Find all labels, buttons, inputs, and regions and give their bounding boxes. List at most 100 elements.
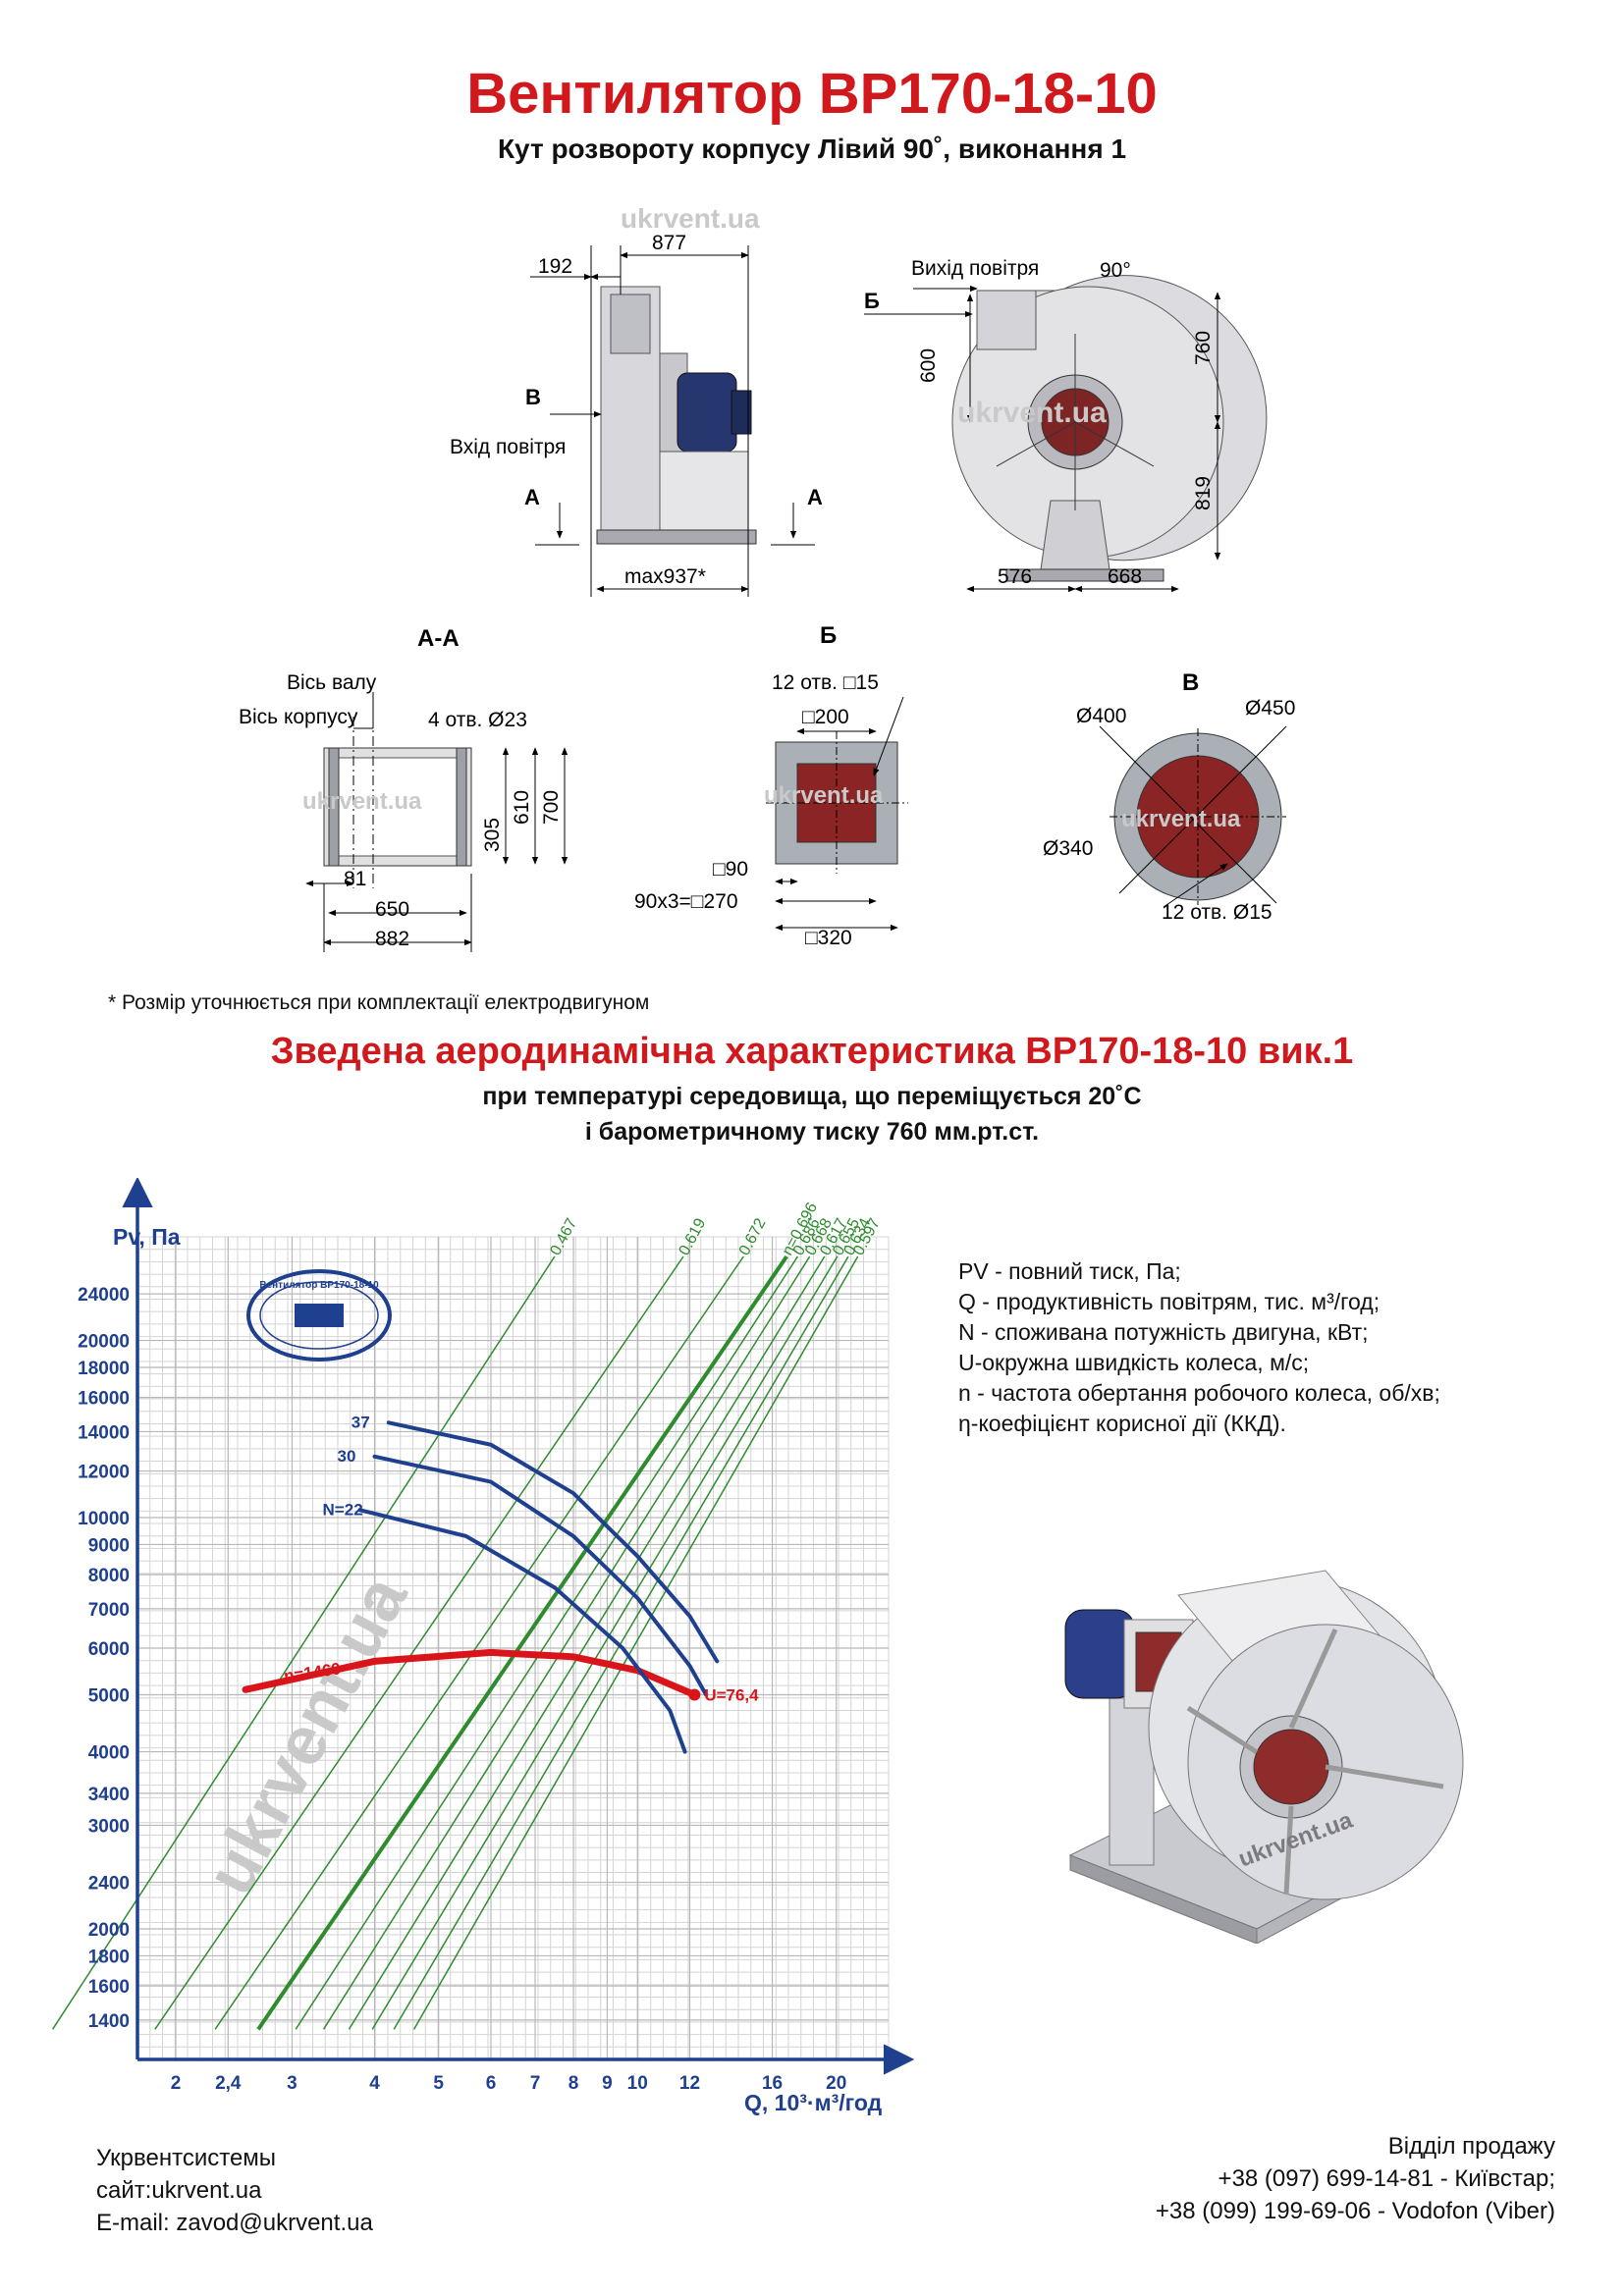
x-tick-label: 16 xyxy=(762,2073,783,2094)
y-tick-label: 3400 xyxy=(88,1785,130,1805)
section-aa-drawing: ukrvent.ua xyxy=(302,692,568,952)
y-tick-label: 20000 xyxy=(78,1332,130,1353)
svg-text:ukrvent.ua: ukrvent.ua xyxy=(957,397,1107,429)
page-title: Вентилятор ВР170-18-10 xyxy=(466,62,1158,126)
series-line xyxy=(386,1420,720,1664)
dim-877: 877 xyxy=(652,232,686,254)
stamp-text: Вентилятор ВР170-18-10 xyxy=(259,1280,379,1291)
legend-item-rpm: n - частота обертання робочого колеса, о… xyxy=(958,1380,1440,1406)
y-tick-label: 1600 xyxy=(88,1977,130,1998)
x-tick-label: 4 xyxy=(369,2073,380,2094)
y-axis-label: Pv, Па xyxy=(113,1224,181,1250)
x-tick-label: 7 xyxy=(530,2073,541,2094)
sales-phone-kyivstar[interactable]: +38 (097) 699-14-81 - Київстар; xyxy=(1218,2165,1555,2192)
front-view-drawing: ukrvent.ua xyxy=(864,275,1268,593)
y-tick-label: 10000 xyxy=(78,1509,130,1529)
efficiency-line xyxy=(322,1255,811,2030)
chart-series xyxy=(242,1420,720,1754)
label-air-outlet: Вихід повітря xyxy=(911,257,1039,280)
aero-subtitle-temperature: при температурі середовища, що переміщує… xyxy=(482,1083,1142,1110)
label-b-section: Б xyxy=(864,289,880,313)
series-line xyxy=(372,1454,709,1697)
label-a-right: А xyxy=(807,485,823,509)
y-tick-label: 5000 xyxy=(88,1685,130,1706)
y-tick-label: 4000 xyxy=(88,1743,130,1764)
y-tick-label: 14000 xyxy=(78,1422,130,1443)
series-line xyxy=(242,1648,698,1698)
dim-81: 81 xyxy=(344,868,366,890)
y-tick-label: 16000 xyxy=(78,1389,130,1410)
dim-d450: Ø450 xyxy=(1245,697,1295,720)
efficiency-line xyxy=(256,1255,788,2031)
svg-text:ukrvent.ua: ukrvent.ua xyxy=(621,203,760,234)
company-site[interactable]: сайт:ukrvent.ua xyxy=(96,2177,262,2204)
company-name: Укрвентсистемы xyxy=(96,2145,277,2171)
dim-max937: max937* xyxy=(624,565,706,588)
dim-d340: Ø340 xyxy=(1043,837,1093,860)
y-tick-label: 9000 xyxy=(88,1535,130,1556)
y-tick-label: 12000 xyxy=(78,1463,130,1483)
dim-576: 576 xyxy=(998,565,1032,588)
series-line xyxy=(357,1508,687,1754)
x-tick-label: 2 xyxy=(171,2073,182,2094)
company-email[interactable]: E-mail: zavod@ukrvent.ua xyxy=(96,2210,373,2236)
efficiency-line xyxy=(393,1255,849,2030)
series-label: 37 xyxy=(352,1413,370,1431)
label-housing-axis: Вісь корпусу xyxy=(239,706,358,728)
chart-stamp: Вентилятор ВР170-18-10 xyxy=(246,1269,392,1362)
dim-668: 668 xyxy=(1108,565,1142,588)
legend-item-u: U-окружна швидкість колеса, м/с; xyxy=(958,1350,1310,1375)
chart-axes xyxy=(122,1178,915,2075)
label-4-holes: 4 отв. Ø23 xyxy=(428,709,527,731)
section-v-title: В xyxy=(1182,669,1199,696)
y-tick-label: 1800 xyxy=(88,1947,130,1967)
x-tick-label: 3 xyxy=(287,2073,298,2094)
x-axis-label: Q, 10³·м³/год xyxy=(744,2090,883,2115)
chart-grid xyxy=(136,1236,890,2060)
x-tick-label: 5 xyxy=(433,2073,444,2094)
dim-819: 819 xyxy=(1192,476,1215,510)
y-tick-label: 6000 xyxy=(88,1639,130,1660)
dim-192: 192 xyxy=(538,255,572,278)
svg-text:ukrvent.ua: ukrvent.ua xyxy=(1121,806,1241,832)
dim-650: 650 xyxy=(375,898,409,921)
y-tick-label: 8000 xyxy=(88,1566,130,1586)
section-v-drawing: ukrvent.ua xyxy=(1099,725,1287,908)
efficiency-line xyxy=(154,1255,684,2030)
section-b-title: Б xyxy=(820,622,837,649)
label-12-holes-round: 12 отв. Ø15 xyxy=(1162,901,1272,924)
label-shaft-axis: Вісь валу xyxy=(287,671,377,694)
dim-square-200: □200 xyxy=(802,706,849,728)
efficiency-line xyxy=(295,1255,799,2030)
x-tick-label: 2,4 xyxy=(215,2073,242,2094)
section-aa-title: А-А xyxy=(417,625,460,652)
technical-drawings: ukrvent.ua 192 877 max937* В Вхід повітр… xyxy=(239,203,1295,952)
series-point xyxy=(688,1688,701,1701)
label-12-holes-square: 12 отв. □15 xyxy=(772,671,879,694)
y-tick-labels: 2400020000180001600014000120001000090008… xyxy=(78,1285,130,2032)
dim-90x3-270: 90х3=□270 xyxy=(634,890,738,913)
dim-760: 760 xyxy=(1192,331,1215,365)
fan-3d-illustration: ukrvent.ua xyxy=(1064,1570,1464,1944)
svg-text:ukrvent.ua: ukrvent.ua xyxy=(764,782,884,809)
aero-title: Зведена аеродинамічна характеристика ВР1… xyxy=(270,1031,1354,1072)
y-tick-label: 2400 xyxy=(88,1874,130,1895)
efficiency-line xyxy=(371,1255,839,2030)
footer-sales: Відділ продажу +38 (097) 699-14-81 - Киї… xyxy=(1156,2130,1555,2227)
section-b-drawing: ukrvent.ua xyxy=(764,696,908,932)
footer-company: Укрвентсистемы сайт:ukrvent.ua E-mail: z… xyxy=(96,2142,373,2239)
y-tick-label: 18000 xyxy=(78,1359,130,1379)
x-tick-label: 8 xyxy=(568,2073,579,2094)
legend-item-pv: PV - повний тиск, Па; xyxy=(958,1258,1181,1284)
dim-700: 700 xyxy=(540,790,563,825)
efficiency-line xyxy=(348,1255,826,2030)
side-view-drawing: ukrvent.ua xyxy=(530,203,815,597)
footnote: * Розмір уточнюється при комплектації ел… xyxy=(108,991,650,1014)
y-tick-label: 2000 xyxy=(88,1920,130,1941)
label-90-deg: 90° xyxy=(1100,259,1131,282)
label-air-inlet: Вхід повітря xyxy=(450,436,566,458)
x-tick-label: 20 xyxy=(826,2073,846,2094)
dim-882: 882 xyxy=(375,928,409,950)
sales-phone-vodafone[interactable]: +38 (099) 199-69-06 - Vodofon (Viber) xyxy=(1155,2198,1555,2224)
